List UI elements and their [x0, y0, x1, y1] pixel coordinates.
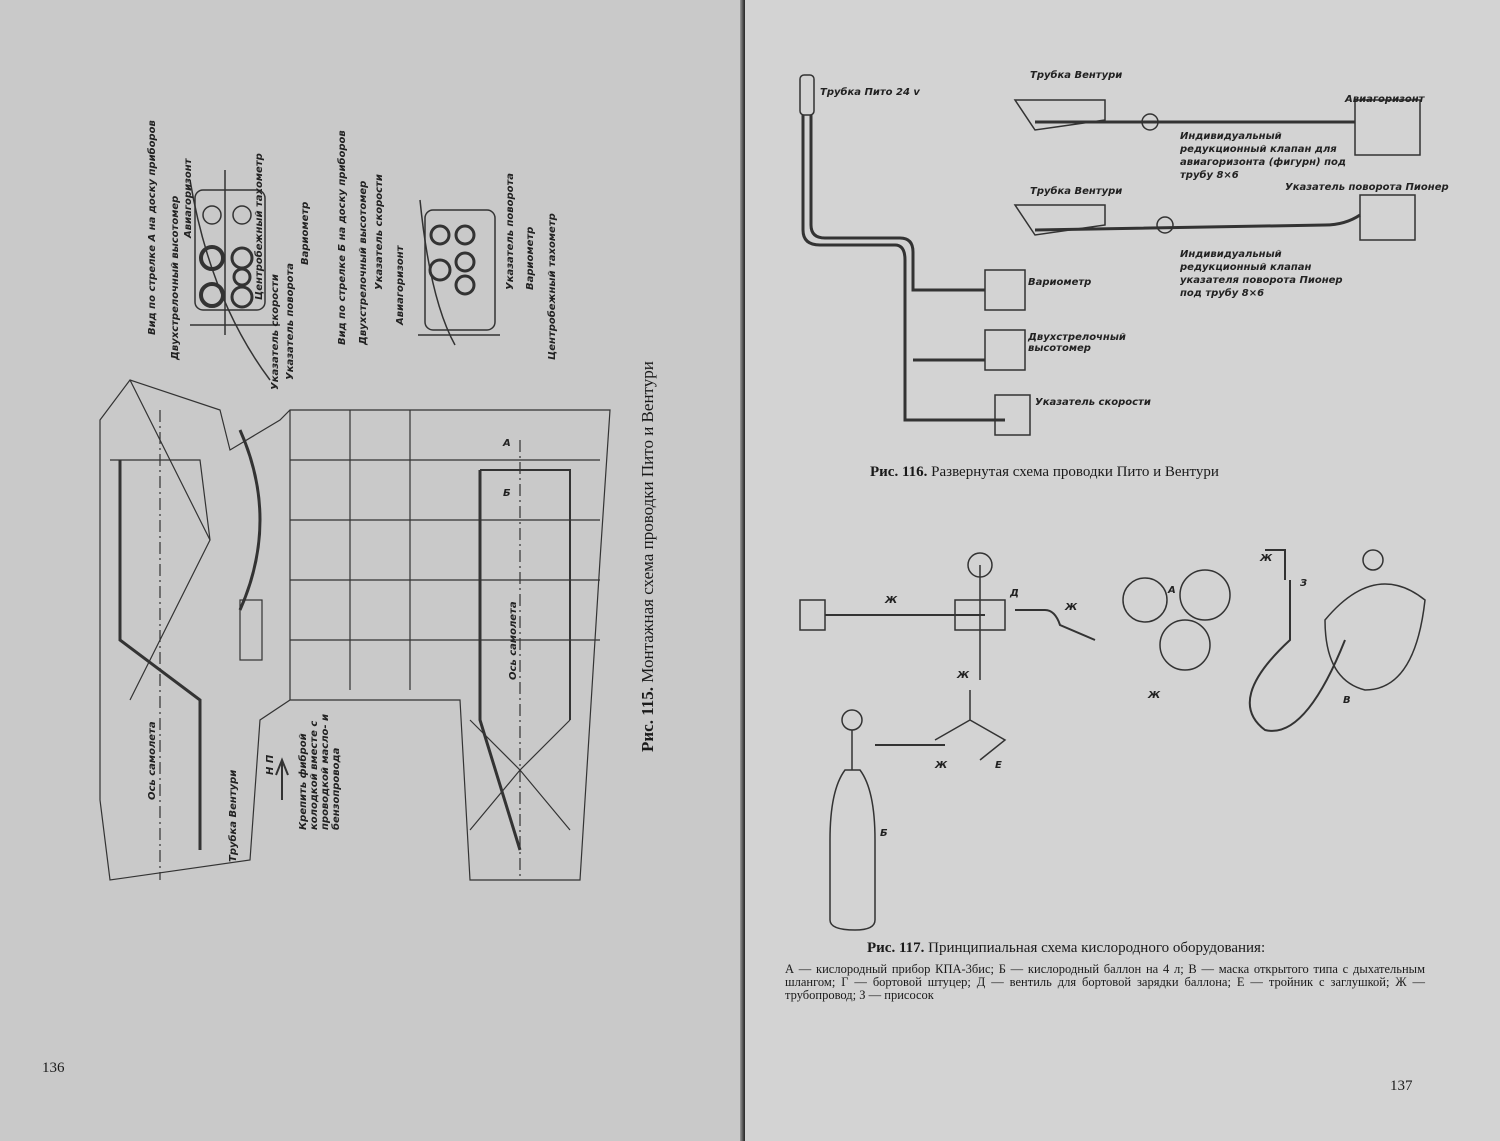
page-number-right: 137: [1390, 1078, 1413, 1094]
letter-zh-3: Ж: [957, 670, 970, 681]
label-b-speed: Указатель скорости: [374, 174, 385, 290]
label-venturi-2: Трубка Вентури: [1030, 186, 1123, 197]
panel-b: [418, 199, 500, 346]
label-a-turn: Указатель поворота: [285, 262, 296, 380]
label-view-b: Вид по стрелке Б на доску приборов: [337, 130, 348, 345]
label-axis-1: Ось самолета: [147, 721, 158, 800]
letter-d: Д: [1010, 588, 1019, 599]
fig117-legend: А — кислородный прибор КПА-3бис; Б — кис…: [785, 962, 1425, 1002]
letter-b: Б: [880, 828, 888, 839]
label-a-horizon: Авиагоризонт: [183, 158, 194, 238]
fig116-diagram: [799, 74, 1421, 436]
label-a-tacho: Центробежный тахометр: [254, 153, 265, 300]
label-valve-2: Индивидуальный редукционный клапан указа…: [1180, 249, 1343, 299]
label-venturi: Трубка Вентури: [228, 769, 239, 862]
fig115-title: Монтажная схема проводки Пито и Вентури: [638, 361, 657, 683]
fig116-number: Рис. 116.: [870, 464, 928, 480]
label-b-vario: Вариометр: [525, 226, 536, 290]
fig116-title: Развернутая схема проводки Пито и Вентур…: [931, 464, 1219, 480]
fig115-caption: Рис. 115. Монтажная схема проводки Пито …: [638, 361, 658, 752]
label-horizon: Авиагоризонт: [1345, 94, 1425, 105]
right-page: Трубка Пито 24 v Трубка Вентури Авиагори…: [745, 0, 1500, 1141]
label-a-altimeter: Двухстрелочный высотомер: [170, 195, 181, 360]
letter-zh-2: Ж: [1065, 602, 1078, 613]
label-arrow-a: А: [503, 438, 511, 449]
left-page: Вид по стрелке А на доску приборов Авиаг…: [0, 0, 745, 1141]
label-b-horizon: Авиагоризонт: [395, 245, 406, 325]
label-pitot: Трубка Пито 24 v: [820, 87, 920, 98]
label-a-vario: Вариометр: [300, 201, 311, 265]
letter-z: З: [1300, 578, 1308, 589]
letter-e: Е: [995, 760, 1002, 771]
letter-zh-4: Ж: [1260, 553, 1273, 564]
label-np: Н П: [265, 754, 276, 775]
letter-zh-5: Ж: [1148, 690, 1161, 701]
fig117-caption: Рис. 117. Принципиальная схема кислородн…: [867, 940, 1265, 957]
page-number-left: 136: [42, 1060, 65, 1076]
fig117-title: Принципиальная схема кислородного оборуд…: [928, 940, 1266, 956]
label-fix-note: Крепить фиброй колодкой вместе с проводк…: [298, 713, 342, 830]
label-view-a: Вид по стрелке А на доску приборов: [147, 120, 158, 335]
label-b-turn: Указатель поворота: [505, 172, 516, 290]
label-venturi-1: Трубка Вентури: [1030, 70, 1123, 81]
panel-a: [189, 170, 280, 381]
label-axis-2: Ось самолета: [508, 601, 519, 680]
letter-zh-6: Ж: [935, 760, 948, 771]
label-speed: Указатель скорости: [1035, 397, 1151, 408]
fig117-number: Рис. 117.: [867, 940, 925, 956]
label-valve-1: Индивидуальный редукционный клапан для а…: [1180, 131, 1346, 181]
letter-a: А: [1168, 585, 1176, 596]
letter-zh-1: Ж: [885, 595, 898, 606]
fig116-117-drawing: [799, 74, 1426, 931]
label-vario: Вариометр: [1028, 277, 1092, 288]
fig116-caption: Рис. 116. Развернутая схема проводки Пит…: [870, 464, 1219, 481]
fig117-diagram: [799, 549, 1426, 931]
fuselage-drawing: [99, 379, 611, 881]
fig115-number: Рис. 115.: [638, 686, 657, 752]
label-b-tacho: Центробежный тахометр: [547, 213, 558, 360]
label-arrow-b: Б: [503, 488, 511, 499]
label-a-speed: Указатель скорости: [270, 274, 281, 390]
fig115-drawing: [99, 170, 611, 881]
letter-v: В: [1343, 695, 1351, 706]
label-b-altimeter: Двухстрелочный высотомер: [358, 180, 369, 345]
label-turn-indicator: Указатель поворота Пионер: [1285, 182, 1449, 193]
label-altimeter: Двухстрелочный высотомер: [1028, 332, 1126, 354]
